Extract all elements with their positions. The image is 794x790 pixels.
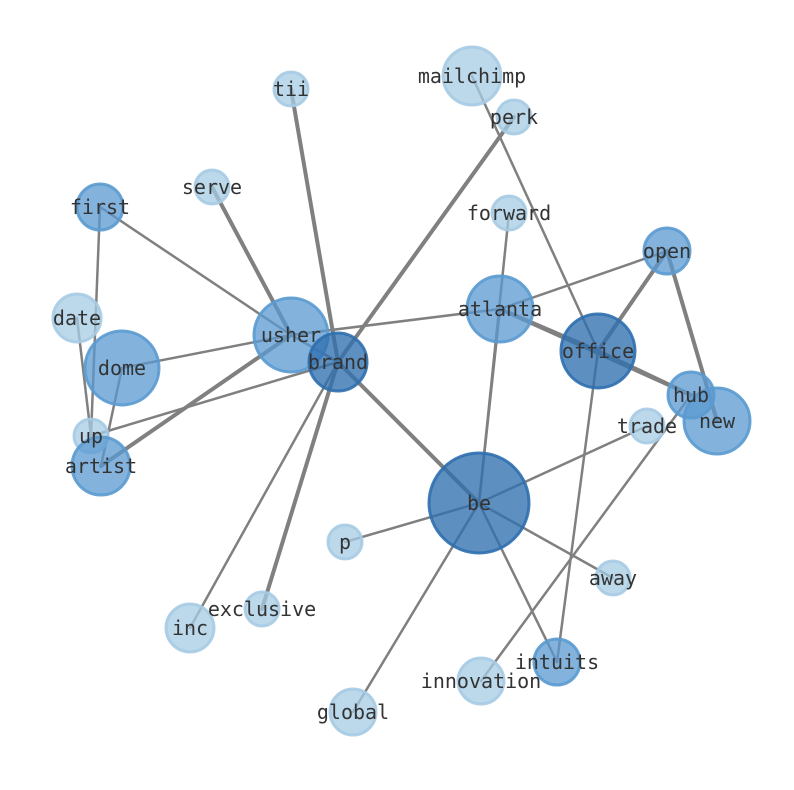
- node-label-serve: serve: [182, 175, 242, 199]
- edge-brand-up: [89, 360, 340, 438]
- node-perk: [495, 98, 533, 136]
- node-label-away: away: [589, 566, 637, 590]
- node-date: [51, 292, 103, 344]
- node-be: [427, 451, 531, 555]
- node-label-first: first: [70, 195, 130, 219]
- node-hub: [666, 370, 716, 420]
- node-exclusive: [243, 590, 281, 628]
- node-label-atlanta: atlanta: [458, 297, 542, 321]
- node-label-dome: dome: [98, 356, 146, 380]
- node-label-exclusive: exclusive: [208, 597, 316, 621]
- edge-brand-perk: [336, 115, 516, 364]
- node-label-open: open: [643, 239, 691, 263]
- node-label-inc: inc: [172, 616, 208, 640]
- node-label-up: up: [79, 424, 103, 448]
- node-open: [642, 226, 692, 276]
- node-first: [75, 182, 125, 232]
- node-label-be: be: [467, 491, 491, 515]
- node-away: [594, 559, 632, 597]
- node-label-p: p: [339, 530, 351, 554]
- node-label-trade: trade: [617, 414, 677, 438]
- node-forward: [490, 194, 528, 232]
- node-trade: [628, 407, 666, 445]
- node-office: [559, 312, 637, 390]
- node-artist: [70, 435, 132, 497]
- edge-office-mailchimp: [470, 74, 600, 353]
- node-inc: [164, 602, 216, 654]
- node-label-new: new: [699, 409, 736, 433]
- label-layer: mailchimp perk tii serve first forward open dat…: [53, 64, 736, 724]
- edge-brand-inc: [188, 360, 340, 630]
- node-global: [328, 687, 378, 737]
- node-label-artist: artist: [65, 454, 137, 478]
- edge-brand-tii: [289, 87, 340, 364]
- node-label-brand: brand: [308, 350, 368, 374]
- edge-hub-innovation: [479, 393, 693, 683]
- node-p: [326, 523, 364, 561]
- node-label-mailchimp: mailchimp: [418, 64, 526, 88]
- edge-office-intuits: [555, 349, 600, 664]
- node-label-tii: tii: [273, 77, 309, 101]
- node-label-perk: perk: [490, 105, 538, 129]
- node-label-date: date: [53, 306, 101, 330]
- node-label-intuits: intuits: [515, 650, 599, 674]
- node-innovation: [456, 656, 506, 706]
- node-brand: [307, 331, 369, 393]
- node-layer: [51, 45, 752, 737]
- node-label-global: global: [317, 700, 389, 724]
- node-atlanta: [465, 274, 535, 344]
- node-label-hub: hub: [673, 383, 709, 407]
- node-intuits: [532, 637, 582, 687]
- node-mailchimp: [441, 45, 503, 107]
- node-label-usher: usher: [261, 323, 321, 347]
- node-label-innovation: innovation: [421, 669, 541, 693]
- node-tii: [272, 70, 310, 108]
- node-label-forward: forward: [467, 201, 551, 225]
- edge-brand-exclusive: [260, 360, 340, 611]
- node-serve: [193, 168, 231, 206]
- node-label-office: office: [562, 339, 634, 363]
- node-dome: [83, 329, 161, 407]
